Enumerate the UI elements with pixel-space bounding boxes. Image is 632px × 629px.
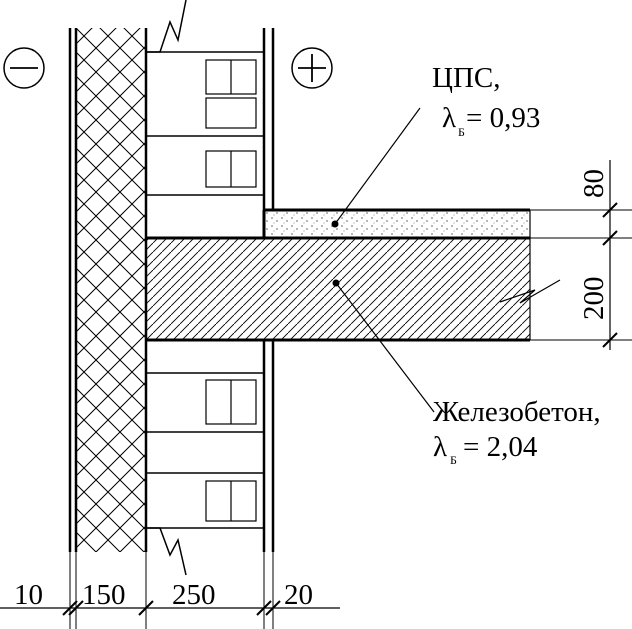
wall-break-top (146, 0, 187, 53)
concrete-lambda-subscript: Б (450, 453, 457, 467)
brick-masonry-lower (146, 372, 264, 529)
insulation-layer (76, 28, 148, 552)
concrete-material-label: Железобетон, (433, 396, 601, 428)
horizontal-dimension-chain (0, 552, 340, 629)
dimension-outer-plaster: 10 (14, 579, 43, 611)
concrete-conductivity-label: λ Б = 2,04 (433, 431, 538, 467)
screed-lambda-symbol: λ (442, 102, 456, 134)
brick-masonry-upper (146, 51, 264, 196)
slab-break-mark (499, 279, 561, 304)
outside-minus-marker (3, 47, 45, 89)
screed-conductivity-label: λ Б = 0,93 (442, 102, 540, 139)
dimension-slab: 200 (578, 277, 610, 321)
inside-plus-marker (291, 47, 333, 89)
dimension-screed: 80 (578, 169, 610, 198)
concrete-lambda-symbol: λ (433, 431, 447, 463)
screed-material-label: ЦПС, (432, 62, 500, 94)
wall-break-bottom (146, 527, 187, 576)
inner-plaster-layer (262, 28, 275, 552)
vertical-dimension-chain (530, 160, 632, 350)
concrete-lambda-value: = 2,04 (463, 431, 538, 463)
screed-leader (331, 107, 421, 228)
screed-layer (262, 208, 530, 238)
outer-plaster-layer (68, 28, 78, 552)
concrete-slab (146, 210, 531, 342)
dimension-insulation: 150 (82, 579, 126, 611)
dimension-brick: 250 (172, 579, 216, 611)
screed-lambda-subscript: Б (458, 125, 465, 139)
concrete-leader (332, 279, 435, 413)
screed-lambda-value: = 0,93 (466, 102, 540, 134)
dimension-inner-plaster: 20 (284, 579, 313, 611)
